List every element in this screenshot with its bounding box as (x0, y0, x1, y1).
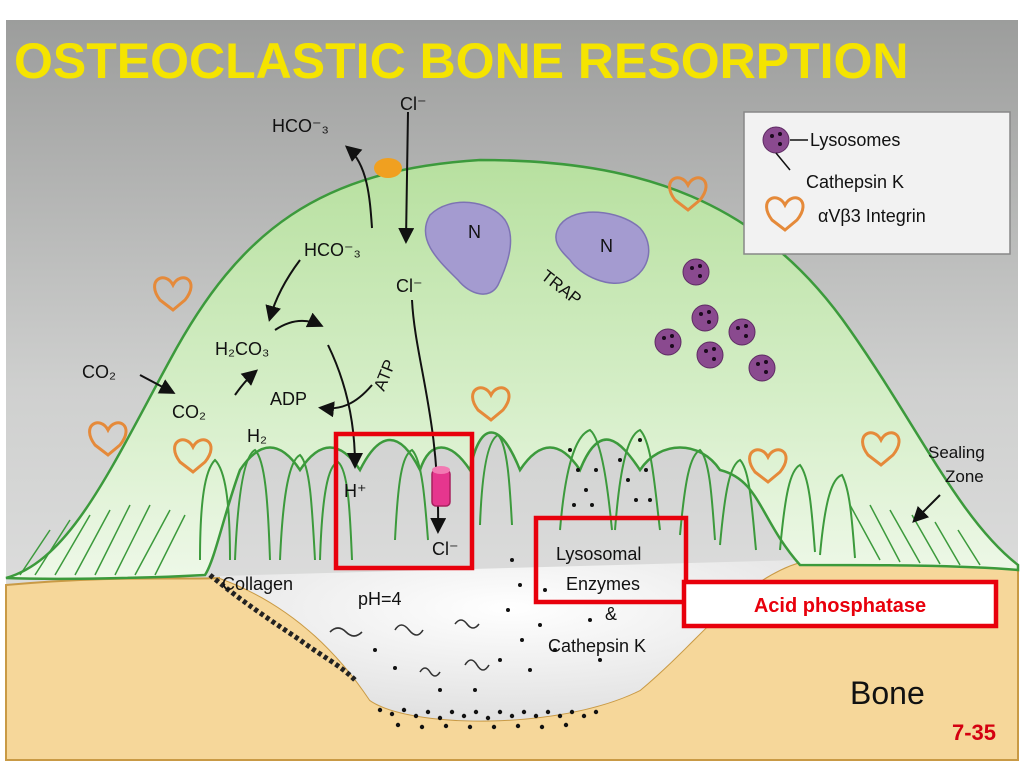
enzyme-particles (373, 438, 652, 730)
integrin-icon (748, 448, 788, 484)
lysosome (728, 318, 756, 346)
lysosomal-label-4: Cathepsin K (548, 636, 646, 656)
lysosomal-enzymes-highlight (533, 515, 689, 605)
h2co3-label: H₂CO₃ (215, 339, 269, 359)
nucleus-2 (555, 211, 650, 284)
integrin-legend-icon (765, 196, 805, 232)
lysosome-legend-icon (762, 126, 790, 154)
nucleus-2-label: N (600, 236, 613, 256)
sealing-zone-actin (19, 504, 981, 576)
acid-phosphatase-label: Acid phosphatase (754, 595, 926, 617)
lysosome (748, 354, 776, 382)
lysosome-granules (662, 264, 768, 374)
sealing-zone-label-1: Sealing (928, 443, 985, 462)
osteoclast-cell (5, 158, 1020, 581)
legend-cathepsin: Cathepsin K (806, 172, 904, 192)
bone-label: Bone (850, 675, 925, 711)
legend-integrin: αVβ3 Integrin (818, 206, 926, 226)
slide-number: 7-35 (952, 720, 996, 745)
pathway-arrows (139, 111, 447, 534)
sealing-zone-label-2: Zone (945, 467, 984, 486)
lysosome (696, 341, 724, 369)
h2-label: H₂ (247, 426, 267, 446)
nucleus-1-label: N (468, 222, 481, 242)
slide-title: OSTEOCLASTIC BONE RESORPTION (14, 33, 909, 89)
collagen-label: Collagen (222, 574, 293, 594)
integrin-icon (88, 421, 128, 457)
co2-inner-label: CO₂ (172, 402, 206, 422)
hco3-in-label: HCO⁻₃ (304, 240, 361, 260)
cl-bottom-label: Cl⁻ (432, 539, 459, 559)
bicarbonate-chloride-exchanger (374, 158, 402, 178)
collagen-fiber (208, 573, 357, 682)
integrin-icon (668, 176, 708, 212)
ruffled-border (199, 428, 856, 561)
degraded-collagen (329, 619, 490, 677)
adp-label: ADP (270, 389, 307, 409)
integrin-icon (471, 386, 511, 422)
lysosome (682, 258, 710, 286)
chloride-channel-icon (431, 469, 451, 507)
ph-label: pH=4 (358, 589, 402, 609)
integrin-icon (861, 431, 901, 467)
lysosomal-label-2: Enzymes (566, 574, 640, 594)
hplus-label: H⁺ (344, 481, 367, 501)
lysosomes-cluster (654, 258, 776, 382)
acid-phosphatase-callout (681, 579, 999, 629)
hco3-out-label: HCO⁻₃ (272, 116, 329, 136)
lysosomal-label-3: & (605, 604, 617, 624)
chloride-channel-top (432, 466, 450, 474)
cl-mid-label: Cl⁻ (396, 276, 423, 296)
nucleus-1 (424, 201, 512, 295)
integrin-markers (88, 176, 901, 484)
proton-chloride-highlight (333, 431, 475, 571)
integrin-icon (153, 276, 193, 312)
lysosome (691, 304, 719, 332)
lysosome (654, 328, 682, 356)
lysosomal-label-1: Lysosomal (556, 544, 641, 564)
cl-top-label: Cl⁻ (400, 94, 427, 114)
sealing-zone-pointer (912, 494, 941, 523)
legend-lysosomes: Lysosomes (810, 130, 900, 150)
co2-outer-label: CO₂ (82, 362, 116, 382)
integrin-icon (173, 438, 213, 474)
